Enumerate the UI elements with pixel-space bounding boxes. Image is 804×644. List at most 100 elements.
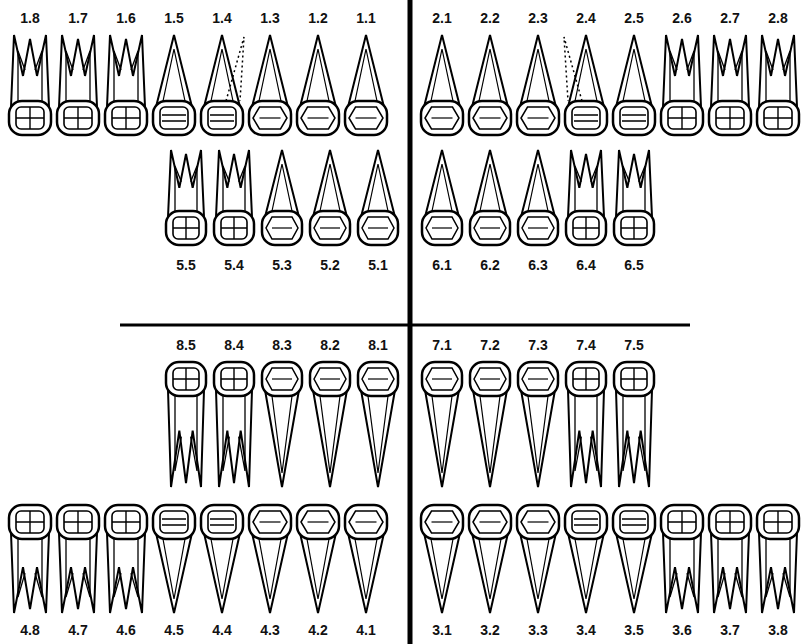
root-line [307,49,329,101]
tooth-crown [105,101,147,135]
tooth-outline [57,505,99,613]
tooth-outline [566,362,606,487]
tooth-crown [421,101,463,135]
tooth-crown [57,101,99,135]
crown-detail [314,217,346,239]
crown-detail [425,107,459,129]
tooth-number: 6.1 [432,258,451,272]
tooth-outline [358,150,398,245]
tooth-outline [421,505,463,613]
tooth-root [204,533,240,613]
crown-detail [64,107,92,129]
crown-detail [764,107,792,129]
tooth-root [424,35,460,107]
crown-detail [356,521,377,522]
crown-detail [764,511,792,533]
root-line [114,51,121,101]
tooth-crown [214,211,254,245]
tooth-root [348,533,384,613]
tooth-outline [105,35,147,135]
tooth-outline [297,35,339,135]
tooth-crown [757,505,799,539]
tooth-outline [358,362,398,487]
crown-detail [362,368,394,390]
tooth-crown [153,505,195,539]
tooth-root [107,35,145,107]
root-line [431,539,453,599]
tooth-root [425,390,459,487]
crown-detail [260,117,281,118]
root-line [766,539,773,597]
root-line [66,51,73,101]
tooth-crown [166,211,206,245]
tooth-root [568,390,604,487]
root-line [307,539,329,599]
root-line [259,49,281,101]
root-line [355,49,377,101]
tooth-root [168,150,204,217]
tooth-crown [358,211,398,245]
jaw-divider [120,324,690,327]
crown-detail [473,107,507,129]
root-line [259,539,281,599]
tooth-crown [709,505,751,539]
tooth-outline [565,505,607,613]
crown-detail [173,368,199,390]
tooth-outline [614,150,654,245]
crown-detail [426,368,458,390]
crown-detail [272,227,292,228]
tooth-number: 5.1 [368,258,387,272]
crown-detail [668,107,696,129]
tooth-root [313,150,347,217]
crown-detail [368,378,388,379]
tooth-outline [469,35,511,135]
root-line [623,539,645,599]
tooth-outline [153,35,195,135]
crown-detail [16,107,44,129]
root-line [480,396,500,473]
tooth-root [59,35,97,107]
tooth-outline [153,505,195,613]
crown-detail [173,217,199,239]
crown-detail [480,378,500,379]
tooth-number: 3.8 [768,623,787,637]
tooth-outline [310,362,350,487]
root-line [223,396,229,471]
tooth-number: 8.5 [176,338,195,352]
crown-detail [764,511,792,533]
root-line [131,539,138,597]
tooth-crown [613,505,655,539]
crown-detail [266,217,298,239]
tooth-crown [358,362,398,396]
crown-detail [301,107,335,129]
tooth-crown [249,505,291,539]
crown-detail [432,227,452,228]
tooth-outline [422,150,462,245]
tooth-number: 1.4 [212,11,231,25]
tooth-number: 5.2 [320,258,339,272]
tooth-root [472,35,508,107]
root-line [18,51,25,101]
root-line [575,49,597,101]
tooth-crown [57,505,99,539]
crown-detail [528,117,549,118]
root-line [131,51,138,101]
crown-detail [573,217,599,239]
tooth-outline [57,35,99,135]
tooth-number: 3.3 [528,623,547,637]
tooth-outline [166,150,206,245]
tooth-number: 7.1 [432,338,451,352]
tooth-crown [9,505,51,539]
root-line [272,164,292,211]
crown-detail [349,511,383,533]
tooth-outline [262,362,302,487]
root-line [735,51,742,101]
crown-detail [620,107,648,129]
crown-detail [716,107,744,129]
crown-detail [668,511,696,533]
root-line [114,539,121,597]
tooth-outline [709,35,751,135]
tooth-number: 8.1 [368,338,387,352]
tooth-root [59,533,97,613]
crown-detail [221,217,247,239]
